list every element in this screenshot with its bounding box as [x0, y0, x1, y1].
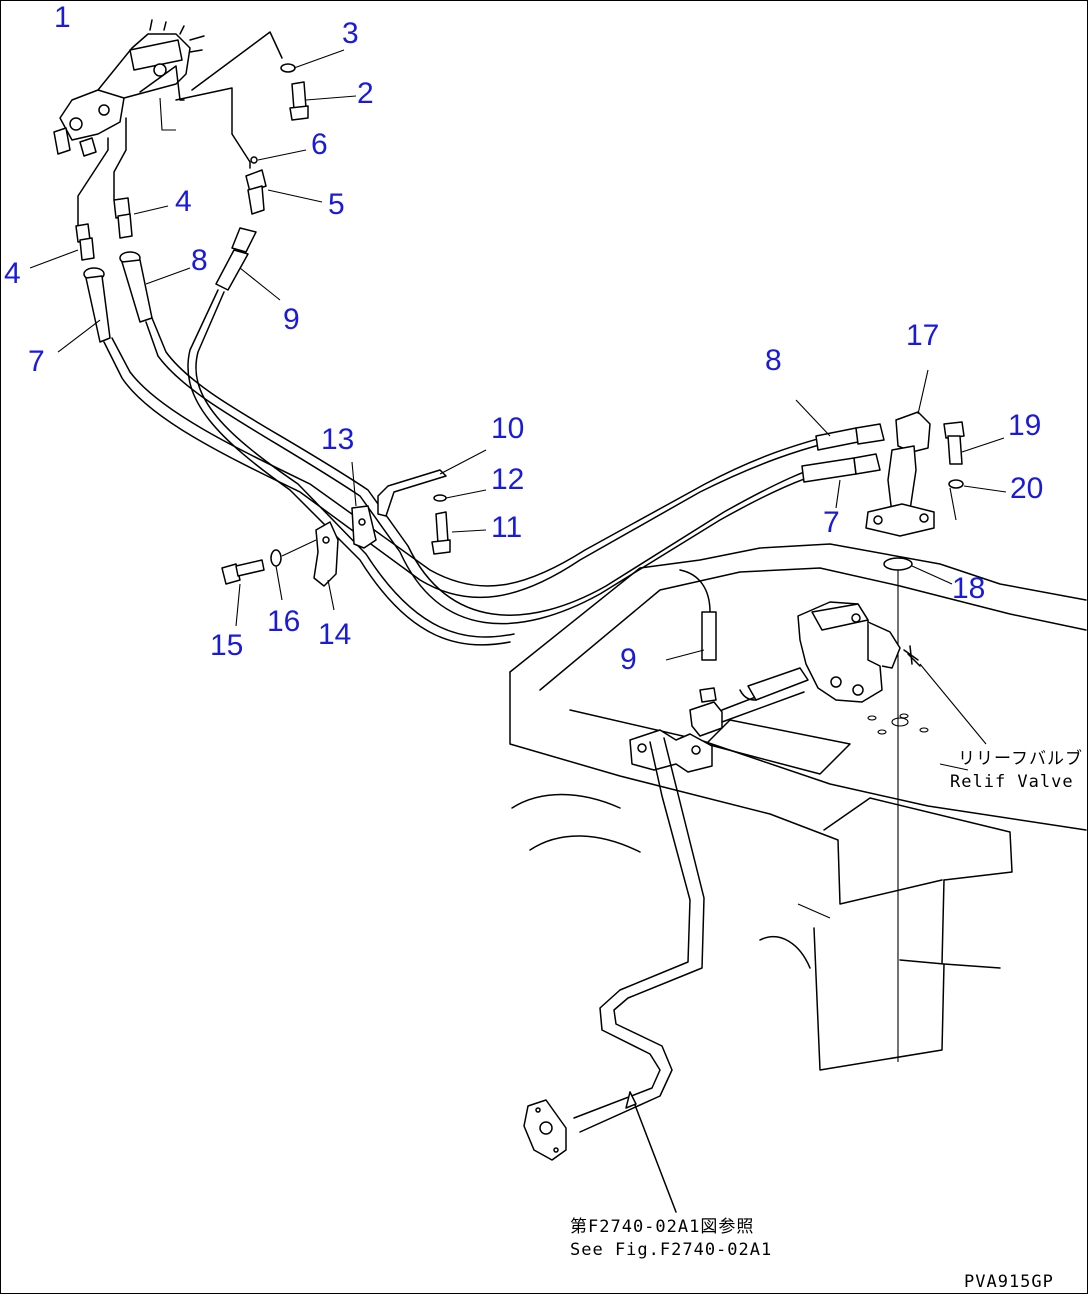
callout-6: 6 [311, 128, 328, 161]
part-17-tee-block [865, 411, 935, 537]
callout-2: 2 [357, 77, 374, 110]
part-8-hose-end-right [815, 423, 885, 451]
part-11-bolt [431, 511, 451, 555]
part-10-clamp [377, 469, 447, 517]
callout-20: 20 [1010, 472, 1044, 505]
pipe-flange-lower [523, 1099, 567, 1161]
part-9-fitting-lower [679, 569, 717, 703]
part-15-bolt [221, 559, 265, 585]
callout-4-mid: 4 [175, 185, 192, 218]
callout-3: 3 [342, 17, 359, 50]
part-6-oring [250, 156, 258, 164]
callout-13: 13 [321, 423, 355, 456]
callout-14: 14 [318, 618, 352, 651]
machine-frame-outline [509, 543, 1087, 1071]
see-figure-note-jp: 第F2740-02A1図参照 [570, 1217, 755, 1237]
callout-16: 16 [267, 605, 301, 638]
callout-19: 19 [1008, 409, 1042, 442]
callout-8-right: 8 [765, 344, 782, 377]
part-20-washer [948, 479, 964, 489]
callout-9-lower: 9 [620, 643, 637, 676]
callout-7-right: 7 [823, 506, 840, 539]
part-1-valve-assembly [53, 19, 205, 157]
callout-12: 12 [491, 463, 525, 496]
part-7-hose-end-left [83, 267, 111, 343]
drawing-code: PVA915GP [964, 1272, 1054, 1292]
callout-11: 11 [491, 511, 523, 544]
part-4-fitting-left [75, 223, 95, 261]
relief-valve-label-en: Relif Valve [950, 772, 1074, 792]
tee-and-pipe [573, 679, 805, 1133]
part-9-hose-end-right [215, 227, 257, 291]
part-2-bolt [289, 81, 309, 121]
callout-5: 5 [328, 188, 345, 221]
callout-10: 10 [491, 412, 525, 445]
callout-17: 17 [906, 319, 940, 352]
callout-9-upper: 9 [283, 303, 300, 336]
mounting-holes [867, 713, 929, 735]
part-19-bolt [943, 421, 965, 465]
part-13-bracket [351, 505, 377, 549]
callout-8-left: 8 [191, 244, 208, 277]
callout-18: 18 [952, 572, 986, 605]
callout-4-left: 4 [4, 257, 21, 290]
part-4-fitting-mid [113, 197, 133, 239]
relief-valve-label-jp: リリーフバルブ [958, 749, 1083, 769]
callout-1: 1 [54, 1, 71, 34]
relief-valve [739, 601, 901, 703]
see-figure-note-en: See Fig.F2740-02A1 [570, 1240, 773, 1260]
part-5-elbow-fitting [245, 169, 267, 215]
part-8-hose-end-mid [119, 251, 153, 323]
part-14-clamp [313, 521, 339, 587]
callout-7-left: 7 [28, 345, 45, 378]
part-7-hose-end-right [801, 453, 881, 483]
callout-15: 15 [210, 629, 244, 662]
